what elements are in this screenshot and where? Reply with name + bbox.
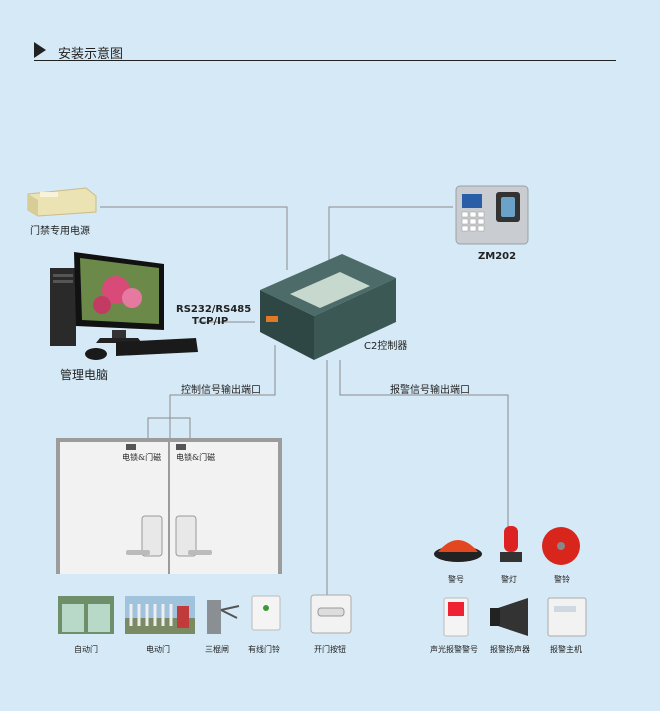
title-arrow-icon [34,42,46,58]
power-supply-icon [26,186,98,218]
alarm-host-icon [546,596,588,638]
device-label: 开门按钮 [314,645,346,654]
device-label: 自动门 [74,645,98,654]
rs-label: RS232/RS485 [176,304,252,315]
alarm-bell-icon [540,526,582,568]
title-rule [34,60,616,61]
pc-icon [46,250,201,365]
alarm-port-label: 报警信号输出端口 [390,385,470,396]
strobe-siren-icon [440,596,472,638]
power-supply-label: 门禁专用电源 [30,226,90,237]
exit-button-icon [310,594,352,634]
alarm-label: 警铃 [554,575,570,584]
tcpip-label: TCP/IP [192,316,229,327]
page-title: 安装示意图 [58,47,124,62]
device-label: 电动门 [146,645,170,654]
controller-icon [252,250,402,362]
alarm-label: 警号 [448,575,464,584]
alarm-label: 报警主机 [550,645,582,654]
device-label: 有线门铃 [248,645,280,654]
auto-door-icon [58,596,114,634]
zm202-label: ZM202 [478,251,517,262]
zm202-icon [454,184,530,246]
alarm-label: 警灯 [501,575,517,584]
double-door-icon [56,438,282,574]
alarm-label: 报警扬声器 [490,645,530,654]
control-port-label: 控制信号输出端口 [181,385,261,396]
warning-light-icon [498,524,524,566]
controller-label: C2控制器 [364,341,408,352]
doorbell-icon [250,594,282,632]
alarm-label: 声光报警警号 [430,645,478,654]
lock-right-label: 电锁&门磁 [176,453,216,462]
electric-gate-icon [125,596,195,634]
lock-left-label: 电锁&门磁 [122,453,162,462]
speaker-icon [488,596,534,638]
siren-icon [432,528,484,564]
pc-label: 管理电脑 [60,368,109,382]
device-label: 三棍闸 [205,645,229,654]
turnstile-icon [205,596,241,634]
